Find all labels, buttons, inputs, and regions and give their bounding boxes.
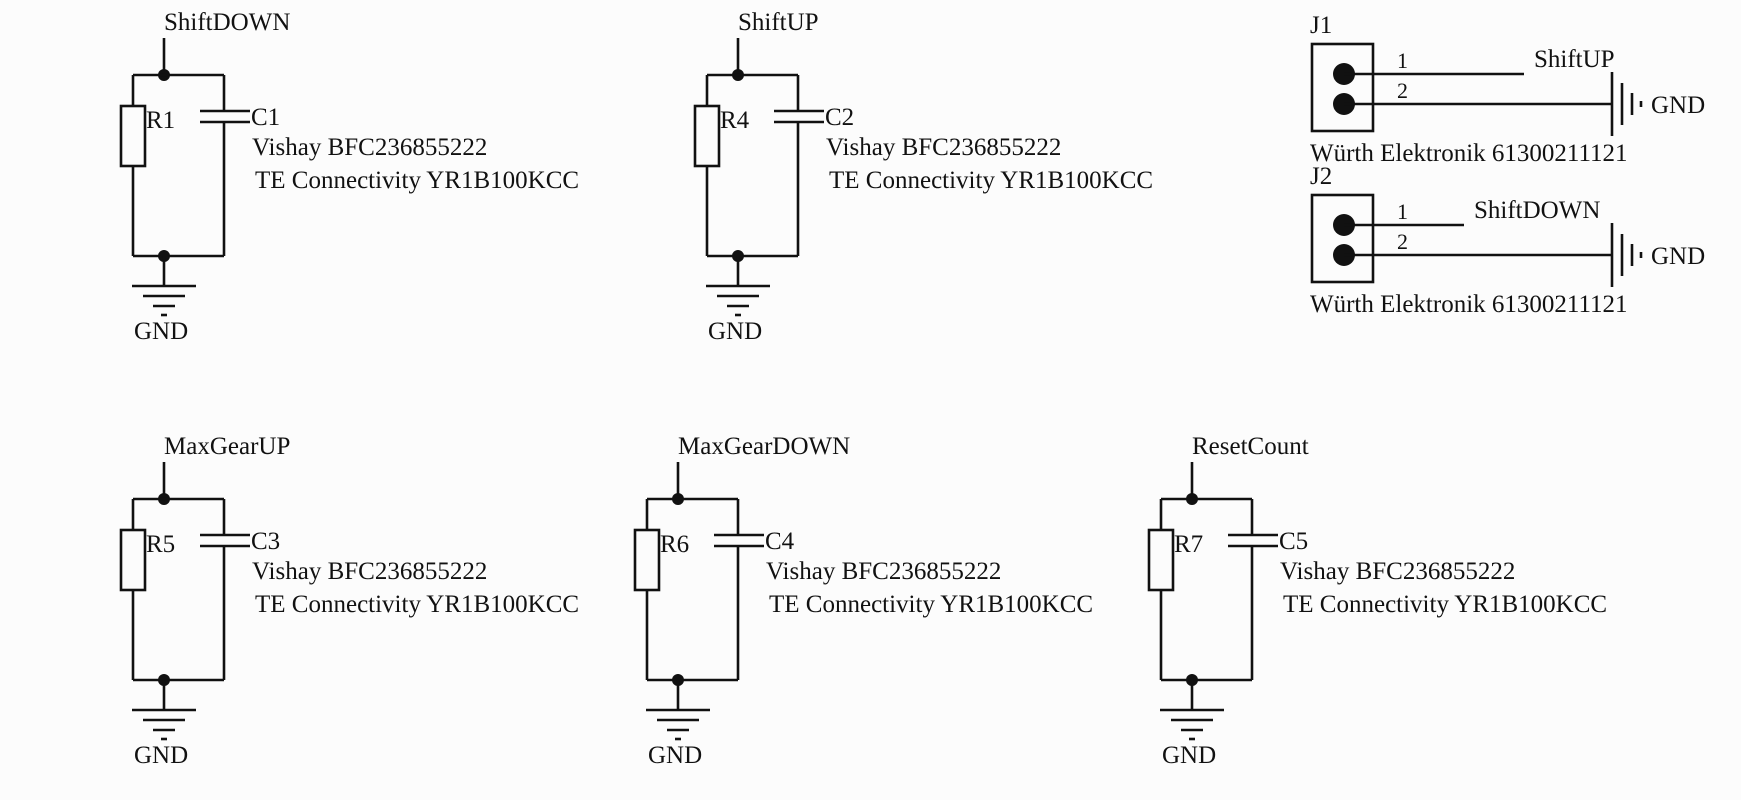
pin-2-number: 2	[1397, 229, 1408, 254]
connector-body	[1310, 193, 1375, 284]
connector-body	[1310, 42, 1375, 133]
resistor-ref: R6	[660, 531, 689, 558]
ground-label: GND	[134, 318, 188, 345]
net-label: MaxGearUP	[164, 433, 290, 460]
resistor-ref: R4	[720, 107, 750, 134]
capacitor-part-number: Vishay BFC236855222	[826, 134, 1061, 161]
capacitor-ref: C5	[1279, 528, 1308, 555]
resistor-part-number: TE Connectivity YR1B100KCC	[255, 591, 579, 618]
pin-1-net-label: ShiftDOWN	[1474, 197, 1600, 224]
resistor-ref: R1	[146, 107, 175, 134]
resistor-ref: R7	[1174, 531, 1203, 558]
resistor-ref: R5	[146, 531, 175, 558]
connector-ref: J1	[1310, 12, 1332, 39]
capacitor-ref: C1	[251, 104, 280, 131]
pin-1-number: 1	[1397, 199, 1408, 224]
capacitor-ref: C4	[765, 528, 795, 555]
pin-1-net-label: ShiftUP	[1534, 46, 1615, 73]
connector-part-number: Würth Elektronik 61300211121	[1310, 140, 1628, 167]
resistor-part-number: TE Connectivity YR1B100KCC	[1283, 591, 1607, 618]
ground-label: GND	[708, 318, 762, 345]
connector-ref: J2	[1310, 163, 1332, 190]
pin-1-number: 1	[1397, 48, 1408, 73]
capacitor-part-number: Vishay BFC236855222	[766, 558, 1001, 585]
ground-label: GND	[134, 742, 188, 769]
resistor-part-number: TE Connectivity YR1B100KCC	[255, 167, 579, 194]
net-label: MaxGearDOWN	[678, 433, 850, 460]
capacitor-part-number: Vishay BFC236855222	[252, 134, 487, 161]
capacitor-part-number: Vishay BFC236855222	[252, 558, 487, 585]
net-label: ResetCount	[1192, 433, 1309, 460]
net-label: ShiftUP	[738, 9, 819, 36]
ground-label: GND	[1162, 742, 1216, 769]
capacitor-part-number: Vishay BFC236855222	[1280, 558, 1515, 585]
resistor-symbol	[693, 104, 721, 168]
net-label: ShiftDOWN	[164, 9, 290, 36]
resistor-symbol	[633, 528, 661, 592]
ground-label: GND	[1651, 92, 1705, 119]
resistor-part-number: TE Connectivity YR1B100KCC	[829, 167, 1153, 194]
capacitor-ref: C2	[825, 104, 854, 131]
resistor-symbol	[1147, 528, 1175, 592]
connector-part-number: Würth Elektronik 61300211121	[1310, 291, 1628, 318]
resistor-symbol	[119, 528, 147, 592]
pin-2-number: 2	[1397, 78, 1408, 103]
ground-label: GND	[1651, 243, 1705, 270]
capacitor-ref: C3	[251, 528, 280, 555]
ground-label: GND	[648, 742, 702, 769]
resistor-symbol	[119, 104, 147, 168]
resistor-part-number: TE Connectivity YR1B100KCC	[769, 591, 1093, 618]
